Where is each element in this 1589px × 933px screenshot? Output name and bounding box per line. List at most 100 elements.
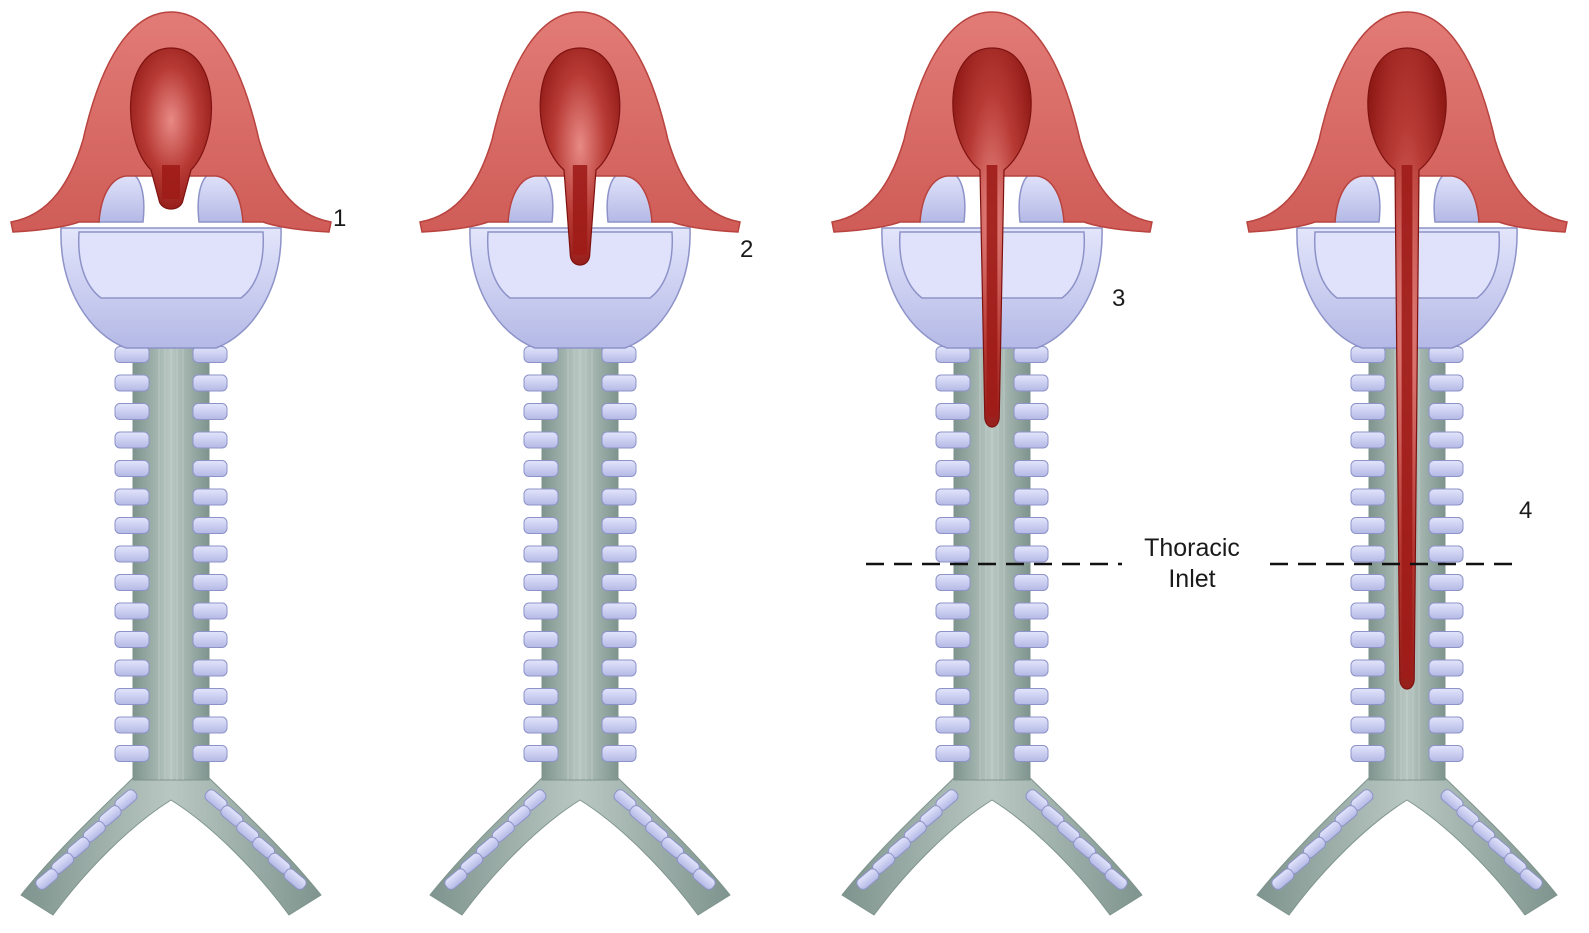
tracheal-ring-right (1014, 518, 1048, 534)
trachea-figure-2 (420, 12, 740, 915)
lesion-tail (1402, 165, 1413, 679)
tracheal-ring-left (1351, 432, 1385, 448)
lesion-tail (573, 165, 587, 255)
tracheal-ring-left (936, 375, 970, 391)
tracheal-ring-left (1351, 347, 1385, 363)
tracheal-ring-left (115, 489, 149, 505)
stage-label-4: 4 (1519, 499, 1532, 523)
tracheal-ring-left (1351, 689, 1385, 705)
bronchi-wall (842, 770, 1142, 915)
tracheal-ring-left (1351, 660, 1385, 676)
tracheal-ring-left (1351, 717, 1385, 733)
stage-label-3: 3 (1112, 287, 1125, 311)
thoracic-inlet-label: Thoracic Inlet (1122, 533, 1262, 595)
bronchi (21, 770, 321, 915)
tracheal-ring-left (115, 546, 149, 562)
tracheal-ring-left (936, 461, 970, 477)
tracheal-ring-left (115, 717, 149, 733)
bronchi-wall (1257, 770, 1557, 915)
trachea-figure-3 (832, 12, 1152, 915)
tracheal-ring-right (193, 717, 227, 733)
bronchi-wall (21, 770, 321, 915)
tracheal-ring-right (602, 546, 636, 562)
tracheal-ring-right (193, 746, 227, 762)
tracheal-ring-right (602, 461, 636, 477)
tracheal-ring-right (193, 461, 227, 477)
tracheal-ring-left (115, 347, 149, 363)
lesion-tail (987, 165, 998, 417)
tracheal-ring-right (1429, 375, 1463, 391)
tracheal-ring-left (115, 432, 149, 448)
tracheal-ring-right (1429, 404, 1463, 420)
stage-label-1: 1 (333, 207, 346, 231)
tracheal-ring-left (1351, 546, 1385, 562)
tracheal-ring-left (1351, 518, 1385, 534)
tracheal-ring-right (193, 632, 227, 648)
tracheal-ring-left (524, 717, 558, 733)
tracheal-ring-right (1429, 489, 1463, 505)
tracheal-ring-right (1429, 603, 1463, 619)
tracheal-ring-right (1429, 518, 1463, 534)
tracheal-ring-left (524, 575, 558, 591)
tracheal-ring-right (1014, 746, 1048, 762)
thyroid-cartilage (79, 232, 264, 298)
bronchi (1257, 770, 1557, 915)
tracheal-ring-left (1351, 461, 1385, 477)
thoracic-inlet-line1: Thoracic (1122, 533, 1262, 564)
tracheal-ring-right (1429, 660, 1463, 676)
tracheal-ring-left (1351, 746, 1385, 762)
tracheal-ring-left (524, 546, 558, 562)
bronchi-wall (430, 770, 730, 915)
tracheal-ring-left (936, 489, 970, 505)
tracheal-ring-left (936, 660, 970, 676)
tracheal-ring-right (1429, 717, 1463, 733)
tracheal-ring-left (936, 432, 970, 448)
tracheal-ring-right (193, 660, 227, 676)
tracheal-ring-right (1429, 746, 1463, 762)
tracheal-ring-left (936, 632, 970, 648)
tracheal-ring-left (115, 375, 149, 391)
tracheal-ring-right (1429, 689, 1463, 705)
tracheal-ring-left (936, 575, 970, 591)
tracheal-ring-left (936, 603, 970, 619)
tracheal-ring-right (602, 603, 636, 619)
tracheal-ring-left (115, 632, 149, 648)
trachea-figure-4 (1247, 12, 1567, 915)
tracheal-ring-left (936, 746, 970, 762)
tracheal-ring-left (524, 489, 558, 505)
tracheal-ring-right (1429, 546, 1463, 562)
tracheal-ring-right (1014, 603, 1048, 619)
tracheal-ring-right (602, 489, 636, 505)
tracheal-ring-left (936, 546, 970, 562)
tracheal-ring-right (1014, 489, 1048, 505)
tracheal-ring-right (602, 632, 636, 648)
tracheal-ring-left (115, 518, 149, 534)
tracheal-ring-right (1014, 689, 1048, 705)
tracheal-ring-right (1014, 660, 1048, 676)
tracheal-ring-right (602, 404, 636, 420)
tracheal-ring-right (1014, 575, 1048, 591)
tracheal-ring-right (1429, 575, 1463, 591)
tracheal-ring-right (193, 603, 227, 619)
stage-label-2: 2 (740, 238, 753, 262)
tracheal-ring-right (1014, 546, 1048, 562)
tracheal-ring-left (524, 375, 558, 391)
tracheal-ring-right (193, 575, 227, 591)
tracheal-ring-left (1351, 489, 1385, 505)
tracheal-ring-right (602, 746, 636, 762)
tracheal-ring-right (602, 689, 636, 705)
thoracic-inlet-line2: Inlet (1122, 564, 1262, 595)
tracheal-ring-left (115, 461, 149, 477)
tracheal-ring-left (524, 689, 558, 705)
tracheal-ring-right (193, 404, 227, 420)
tracheal-ring-left (936, 518, 970, 534)
trachea-figure-1 (11, 12, 331, 915)
tracheal-ring-right (602, 717, 636, 733)
tracheal-ring-left (1351, 375, 1385, 391)
tracheal-ring-right (602, 518, 636, 534)
tracheal-ring-left (1351, 404, 1385, 420)
tracheal-ring-left (524, 347, 558, 363)
tracheal-ring-left (115, 746, 149, 762)
